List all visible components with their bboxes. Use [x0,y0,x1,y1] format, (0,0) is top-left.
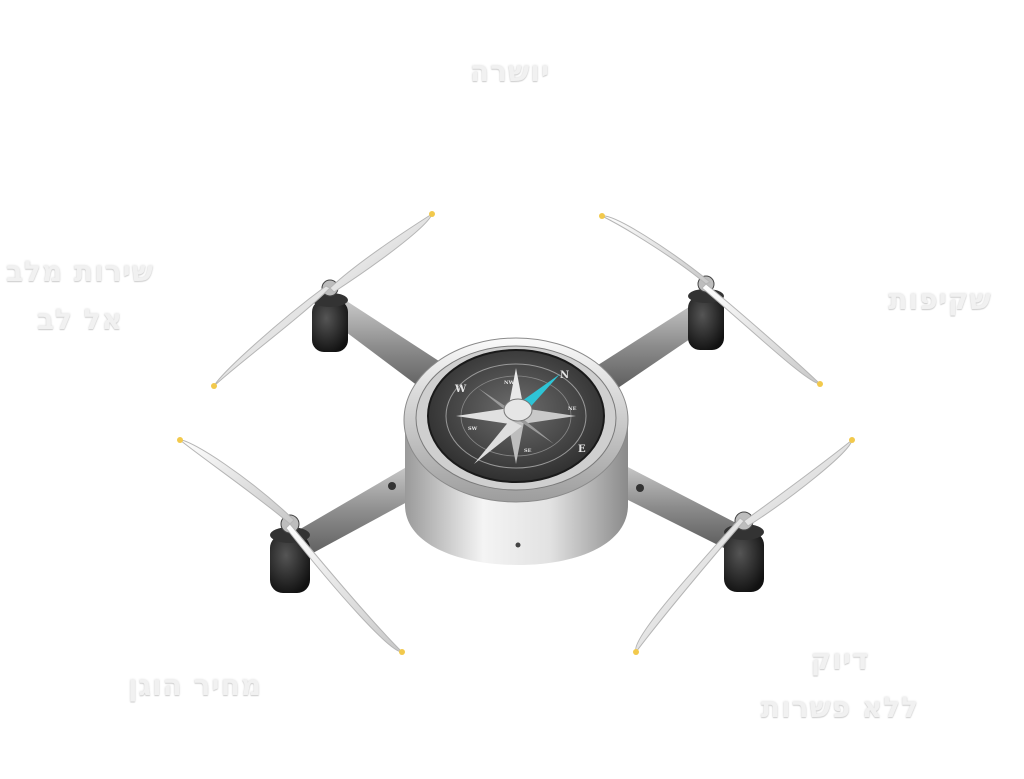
svg-text:E: E [578,444,586,455]
value-label-service-line2: אל לב [36,303,124,336]
value-label-integrity: יושרה [420,48,600,96]
svg-text:N: N [560,370,569,381]
svg-text:NE: NE [568,406,577,412]
propellers [178,212,853,653]
value-label-fair-price: מחיר הוגן [95,662,295,710]
value-label-service-line1: שירות מלב [5,255,155,288]
value-label-transparency-text: שקיפות [888,283,992,316]
motor-front-left [312,279,348,352]
value-label-precision-line1: דיוק [810,643,870,676]
svg-text:SW: SW [468,426,478,432]
compass-needle-south [474,420,522,464]
value-label-fair-price-text: מחיר הוגן [127,669,263,702]
value-label-precision: דיוק ללא פשרות [735,636,945,732]
blade-tips [177,211,855,655]
value-label-integrity-text: יושרה [469,55,551,88]
compass-markings: N W E NW NE SW SE [454,370,586,455]
value-label-precision-line2: ללא פשרות [760,691,920,724]
svg-text:SE: SE [524,448,532,454]
compass-dial [427,349,605,483]
drone-arms [290,300,740,560]
value-label-service: שירות מלב אל לב [0,248,180,344]
value-label-transparency: שקיפות [850,276,1024,324]
svg-text:NW: NW [504,380,515,386]
svg-text:W: W [454,384,467,395]
